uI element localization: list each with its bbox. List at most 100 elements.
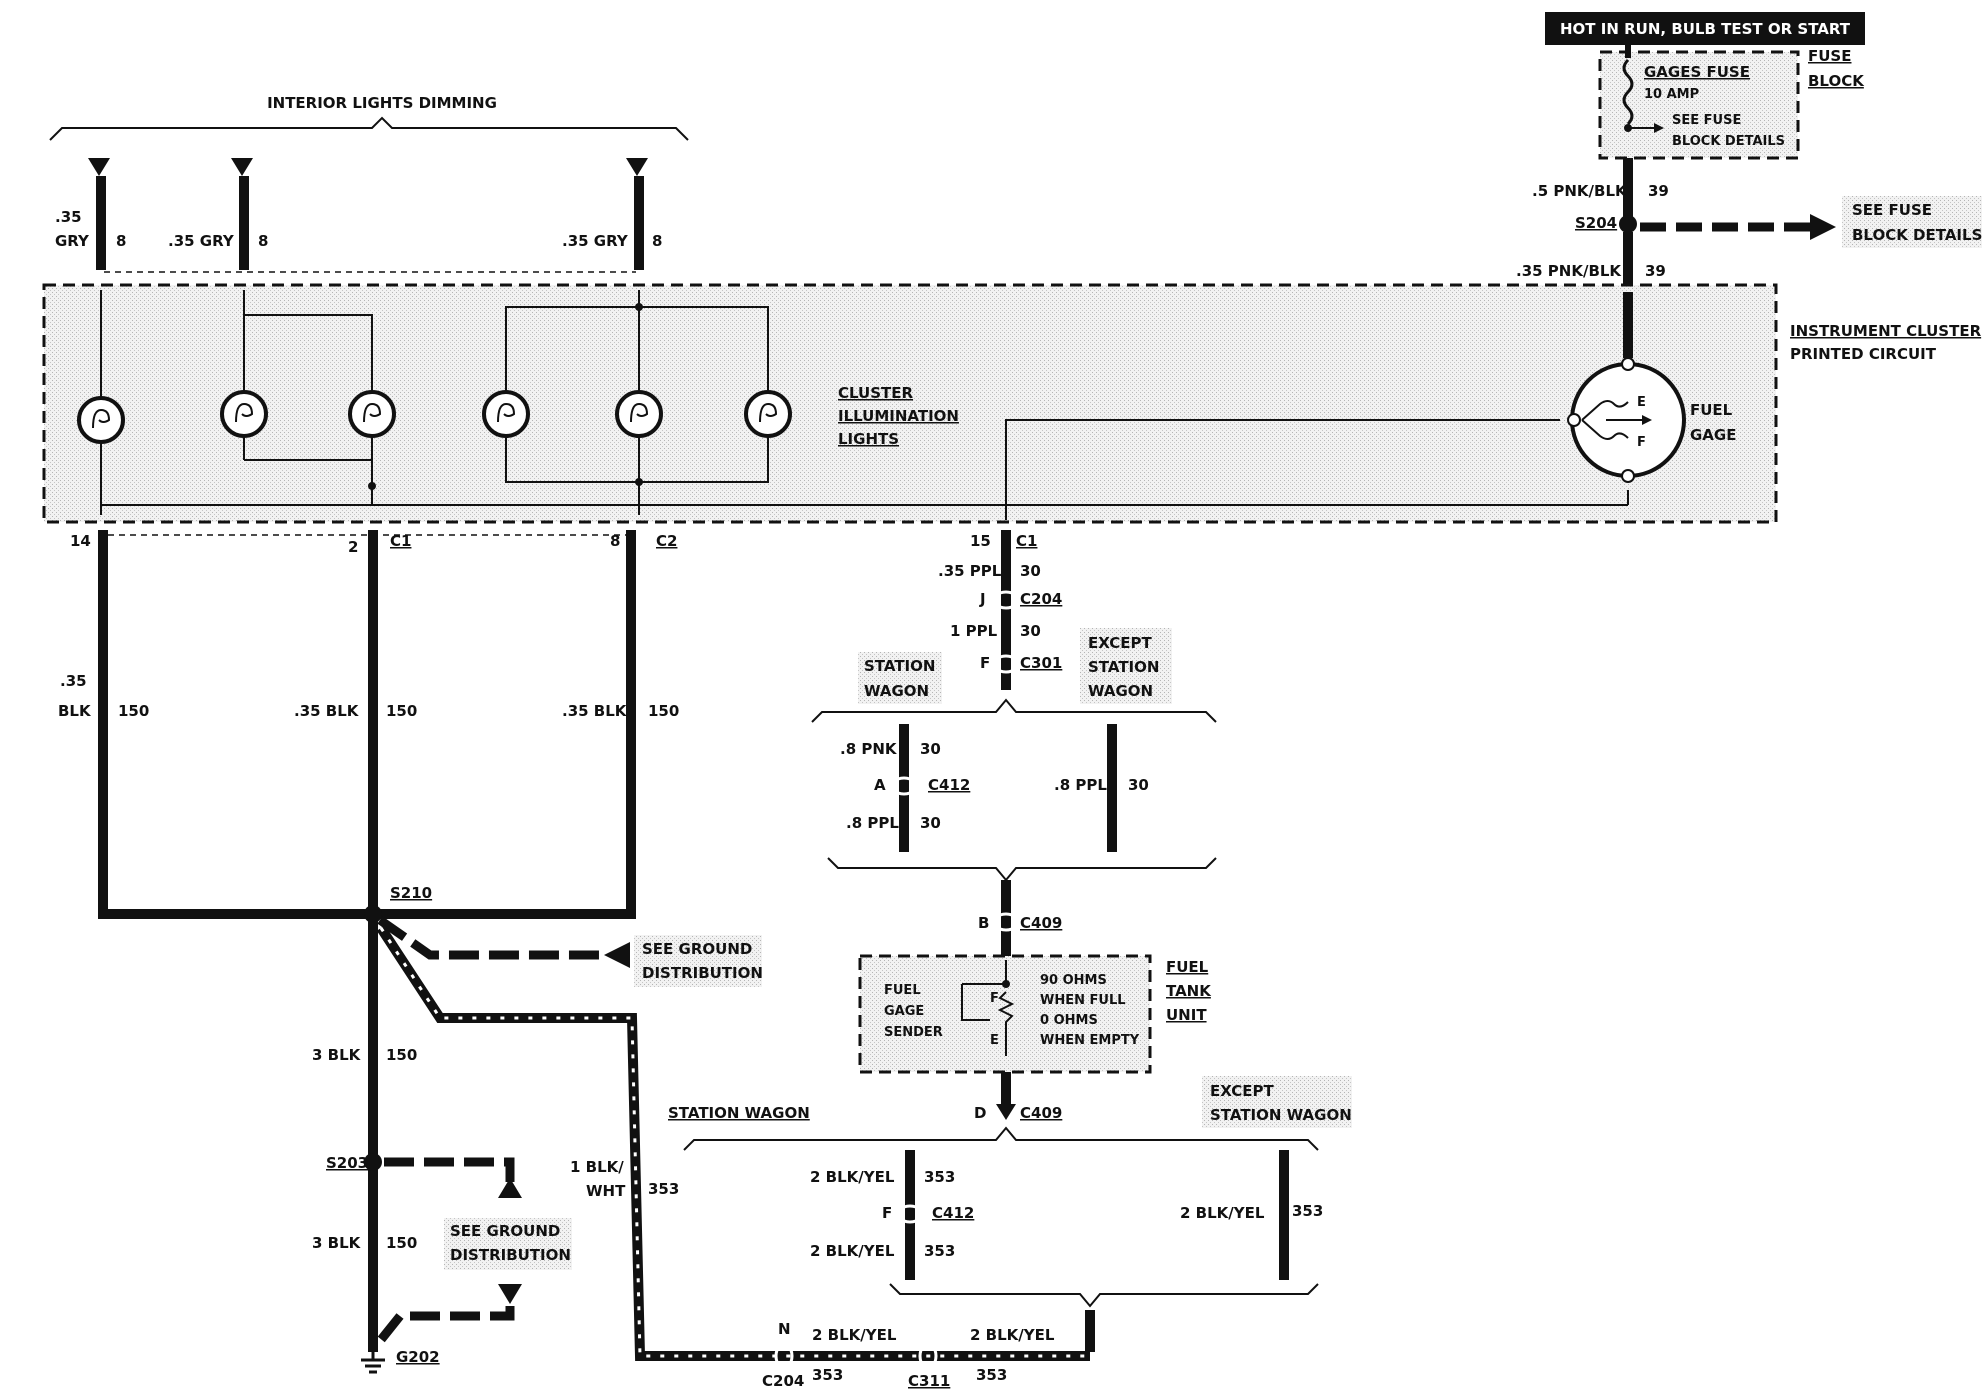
interior-lights-label: INTERIOR LIGHTS DIMMING — [267, 94, 497, 112]
fuse-rating: 10 AMP — [1644, 87, 1699, 102]
fuel-gage-line1: FUEL — [1690, 401, 1733, 419]
top-wire-1 — [88, 158, 110, 270]
bottom-wire-3-label: .35 BLK — [562, 702, 628, 720]
variant-upper-exc-box — [1080, 628, 1172, 704]
tank-sender-node — [1002, 980, 1010, 988]
bottom-wire-3-circuit: 150 — [648, 702, 679, 720]
c409-top-connector-mark — [993, 912, 1019, 932]
top-wire-2-label: .35 GRY — [168, 232, 235, 250]
variant-lower-sw-wire-top: 2 BLK/YEL — [810, 1168, 895, 1186]
tank-c409-bottom-pin: D — [974, 1104, 986, 1122]
tank-title-line1: FUEL — [1166, 958, 1209, 976]
return-wire-353-inner — [379, 927, 1090, 1358]
s210-see-line1: SEE GROUND — [642, 940, 752, 958]
fuse-see-line2: BLOCK DETAILS — [1672, 134, 1785, 149]
variant-upper-sw-line2: WAGON — [864, 682, 929, 700]
top-wire-2 — [231, 158, 253, 270]
s210-see-box — [634, 935, 762, 987]
fuse-block-box — [1598, 50, 1800, 160]
bottom-wire-1-pin: 14 — [70, 532, 91, 550]
s203-up-arrow — [498, 1178, 522, 1198]
variant-upper-sw-circuit-bottom: 30 — [920, 814, 941, 832]
tank-title-line3: UNIT — [1166, 1006, 1207, 1024]
s204-upper-wire: .5 PNK/BLK — [1532, 182, 1628, 200]
fuel-gage-e: E — [1637, 395, 1646, 410]
variant-upper-top-brace — [811, 698, 1217, 723]
variant-lower-top-brace — [683, 1126, 1319, 1151]
tank-title-line2: TANK — [1166, 982, 1212, 1000]
cluster-lamp-2 — [220, 390, 268, 438]
cluster-node-3 — [635, 303, 643, 311]
variant-lower-sw-c412: C412 — [932, 1204, 974, 1222]
sender-feed-c301: C301 — [1020, 654, 1062, 672]
variant-lower-sw-wire-bottom: 2 BLK/YEL — [810, 1242, 895, 1260]
tank-c409-bottom: C409 — [1020, 1104, 1062, 1122]
sender-feed-c204: C204 — [1020, 590, 1062, 608]
interior-lights-brace — [49, 116, 689, 141]
fuel-gage-f: F — [1637, 435, 1646, 450]
variant-upper-exc-wire-label: .8 PPL — [1054, 776, 1107, 794]
s204-lower-wire-label: .35 PNK/BLK — [1516, 262, 1622, 280]
variant-lower-sw-c412-pin: F — [882, 1204, 892, 1222]
sender-feed-circuit1: 30 — [1020, 562, 1041, 580]
tank-sender-line1: FUEL — [884, 983, 921, 998]
tank-c409-top: C409 — [1020, 914, 1062, 932]
variant-lower-exc-box — [1202, 1076, 1352, 1128]
s203-see-box — [444, 1218, 572, 1270]
variant-lower-exc-circuit: 353 — [1292, 1202, 1323, 1220]
tank-sender-line2: GAGE — [884, 1004, 924, 1019]
cluster-lights-line2: ILLUMINATION — [838, 407, 959, 425]
top-wire-3-circuit: 8 — [652, 232, 662, 250]
s203-see-line1: SEE GROUND — [450, 1222, 560, 1240]
cluster-title-line1: INSTRUMENT CLUSTER — [1790, 322, 1982, 340]
sender-feed-c301-pin: F — [980, 654, 990, 672]
s203-splice — [364, 1153, 382, 1171]
s210-splice — [364, 905, 382, 923]
bottom-wire-3-pin: 8 — [610, 532, 620, 550]
s203-see-ground-wire — [384, 1157, 515, 1182]
top-wire-1-circuit: 8 — [116, 232, 126, 250]
tank-c409-top-pin: B — [978, 914, 989, 932]
top-wire-3-label: .35 GRY — [562, 232, 629, 250]
ground-wire2-circuit: 150 — [386, 1234, 417, 1252]
cluster-lamp-4 — [482, 390, 530, 438]
variant-upper-exc-line2: STATION — [1088, 658, 1159, 676]
s203-see-line2: DISTRIBUTION — [450, 1246, 571, 1264]
variant-lower-sw: STATION WAGON — [668, 1104, 810, 1122]
variant-lower-exc-line2: STATION WAGON — [1210, 1106, 1352, 1124]
cluster-lamp-1 — [77, 396, 125, 444]
top-wire-1-color: GRY — [55, 232, 90, 250]
return-wire-line2: WHT — [586, 1182, 626, 1200]
variant-upper-sw-c412: C412 — [928, 776, 970, 794]
fuse-name: GAGES FUSE — [1644, 63, 1750, 81]
ground-symbol — [361, 1352, 385, 1374]
ground-wire2-label: 3 BLK — [312, 1234, 362, 1252]
sender-feed-c204-pin: J — [979, 590, 986, 608]
c412-upper-connector-mark — [891, 776, 917, 796]
bottom-wire-1-color: BLK — [58, 702, 92, 720]
variant-upper-sw-wire-bottom: .8 PPL — [846, 814, 899, 832]
sender-feed-wire2: 1 PPL — [950, 622, 998, 640]
tank-f: F — [990, 991, 999, 1006]
cluster-lamp-6 — [744, 390, 792, 438]
s210-see-line2: DISTRIBUTION — [642, 964, 763, 982]
variant-upper-sw-box — [858, 652, 942, 704]
fuel-gage-line2: GAGE — [1690, 426, 1736, 444]
tank-c409-bottom-arrow — [996, 1104, 1016, 1120]
tank-ohms4: WHEN EMPTY — [1040, 1033, 1140, 1048]
bottom-wire-2-connector: C1 — [390, 532, 411, 550]
variant-upper-sw-circuit-top: 30 — [920, 740, 941, 758]
tank-sender-symbol — [961, 960, 1015, 1056]
cluster-title-line2: PRINTED CIRCUIT — [1790, 345, 1937, 363]
power-label: HOT IN RUN, BULB TEST OR START — [1560, 20, 1851, 38]
bottom-run-circuit1: 353 — [812, 1366, 843, 1384]
cluster-lamp-5 — [615, 390, 663, 438]
s204-see-line2: BLOCK DETAILS — [1852, 226, 1982, 244]
s210-see-ground-arrow — [604, 942, 630, 968]
bottom-wire-2-label: .35 BLK — [294, 702, 360, 720]
variant-upper-bottom-brace — [827, 857, 1217, 882]
c412-lower-connector-mark — [897, 1204, 923, 1224]
sender-feed-connector: C1 — [1016, 532, 1037, 550]
ground-wire1-circuit: 150 — [386, 1046, 417, 1064]
